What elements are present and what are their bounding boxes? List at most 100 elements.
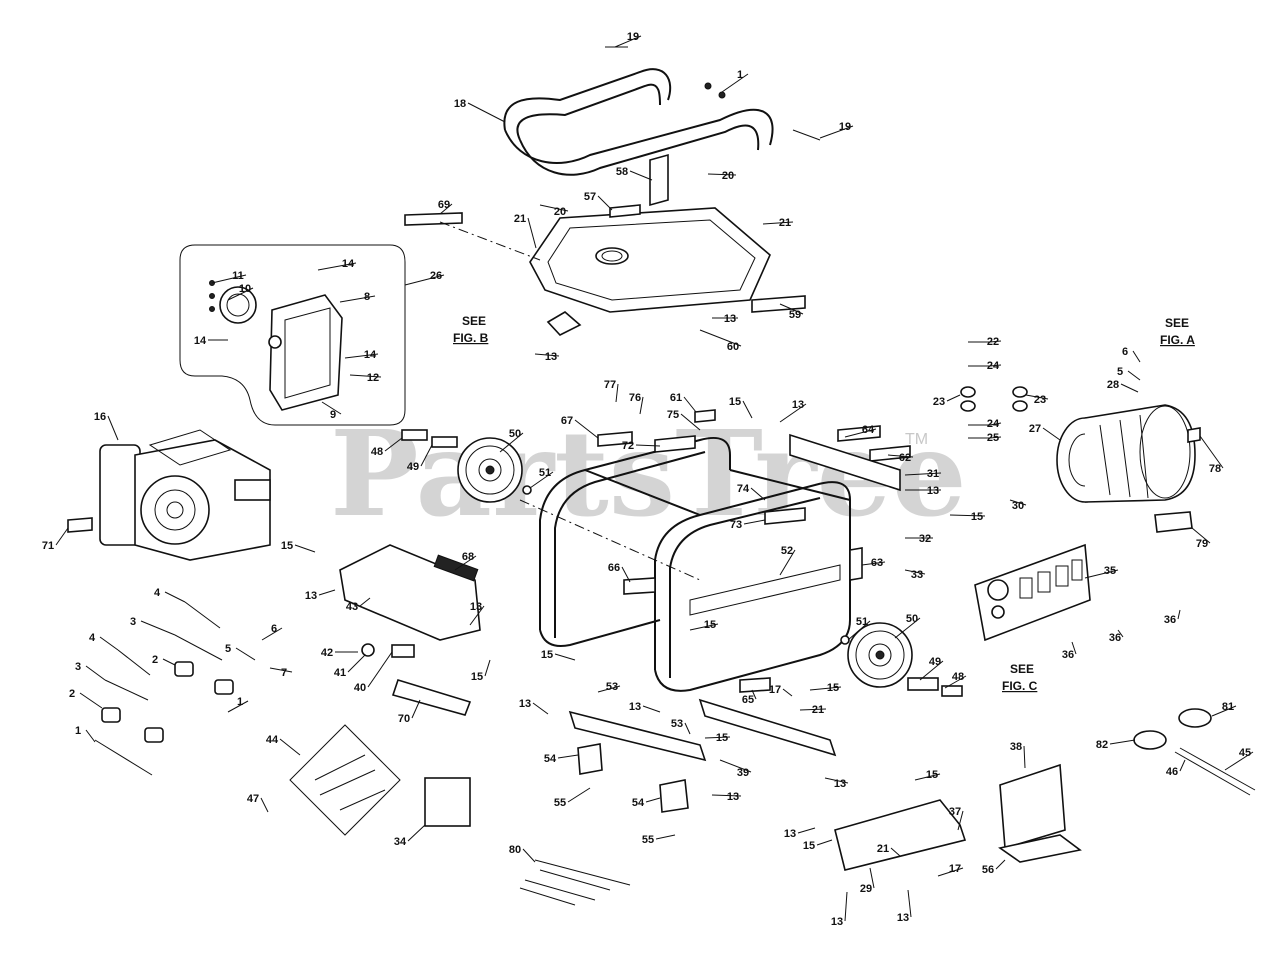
- callout-leader-43: [359, 597, 371, 607]
- callout-54: 54: [544, 753, 557, 765]
- callout-leader-13: [797, 827, 816, 834]
- callout-leader-75: [680, 413, 701, 431]
- callout-leader-15: [704, 736, 731, 739]
- callout-46: 46: [1166, 766, 1178, 778]
- bolt-4a: [184, 601, 221, 629]
- callout-leader-1: [85, 729, 96, 743]
- callout-leader-41: [347, 654, 366, 673]
- callout-21: 21: [514, 213, 526, 225]
- callout-leader-2: [162, 658, 176, 666]
- bolt-4b: [117, 649, 151, 676]
- callout-leader-15: [816, 839, 833, 846]
- callout-34: 34: [394, 836, 407, 848]
- callout-6: 6: [1122, 346, 1128, 358]
- mount-23b: [960, 400, 976, 412]
- callout-10: 10: [239, 283, 251, 295]
- callout-14: 14: [194, 335, 207, 347]
- oil-cap-81: [1178, 708, 1212, 728]
- callout-leader-34: [407, 824, 426, 842]
- callout-50: 50: [906, 613, 918, 625]
- callout-19: 19: [839, 121, 851, 133]
- decal-59: [751, 295, 806, 313]
- callout-17: 17: [949, 863, 961, 875]
- callout-65: 65: [742, 694, 754, 706]
- callout-75: 75: [667, 409, 679, 421]
- decal-69: [404, 212, 463, 226]
- callout-15: 15: [827, 682, 839, 694]
- callout-67: 67: [561, 415, 573, 427]
- callout-51: 51: [539, 467, 551, 479]
- axis-line-frame: [519, 499, 701, 581]
- callout-37: 37: [949, 806, 961, 818]
- callout-leader-47: [260, 797, 269, 813]
- callout-68: 68: [462, 551, 474, 563]
- decal-61: [694, 409, 716, 423]
- callout-13: 13: [727, 791, 739, 803]
- callout-5: 5: [225, 643, 231, 655]
- callout-5: 5: [1117, 366, 1123, 378]
- callout-leader-76: [639, 396, 644, 415]
- callout-leader-14: [344, 353, 379, 359]
- callout-leader-27: [1042, 427, 1061, 441]
- bolt-1: [94, 739, 153, 776]
- callout-41: 41: [334, 667, 346, 679]
- callout-leader-19: [819, 125, 854, 139]
- washer-51-left: [522, 485, 532, 495]
- callout-15: 15: [803, 840, 815, 852]
- callout-leader-55: [567, 787, 591, 803]
- callout-32: 32: [919, 533, 931, 545]
- callout-2: 2: [69, 688, 75, 700]
- callout-leader-31: [904, 472, 942, 476]
- callout-leader-20: [707, 173, 737, 176]
- callout-74: 74: [737, 483, 750, 495]
- callout-leader-13: [907, 889, 912, 918]
- callout-leader-44: [279, 738, 301, 756]
- callout-leader-15: [809, 686, 842, 691]
- callout-leader-13: [642, 705, 661, 713]
- callout-leader-36: [1117, 629, 1124, 638]
- callout-leader-58: [629, 170, 653, 181]
- callout-47: 47: [247, 793, 259, 805]
- ref-see-a: SEE: [1165, 316, 1189, 330]
- decal-78: [1187, 427, 1201, 443]
- callout-leader-3: [140, 620, 176, 636]
- callout-15: 15: [471, 671, 483, 683]
- callout-36: 36: [1164, 614, 1176, 626]
- callout-leader-15: [294, 544, 316, 553]
- callout-51: 51: [856, 616, 868, 628]
- battery-38: [999, 763, 1066, 850]
- detail-box-26: [179, 244, 406, 426]
- callout-leader-60: [699, 329, 742, 347]
- callout-leader-66: [621, 566, 631, 583]
- callout-13: 13: [834, 778, 846, 790]
- muffler-assembly: [219, 286, 343, 411]
- decal-65: [739, 677, 771, 693]
- callout-13: 13: [724, 313, 736, 325]
- callout-leader-73: [743, 519, 766, 525]
- callout-leader-14: [317, 262, 357, 271]
- callout-leader-51: [847, 620, 871, 641]
- callout-leader-8: [339, 295, 376, 303]
- callout-19: 19: [627, 31, 639, 43]
- callout-leader-5: [1127, 370, 1141, 381]
- callout-leader-1: [227, 700, 249, 713]
- fuel-tank: [529, 207, 771, 336]
- callout-28: 28: [1107, 379, 1119, 391]
- callout-leader-71: [55, 527, 69, 546]
- callout-leader-54: [557, 754, 579, 759]
- callout-2: 2: [152, 654, 158, 666]
- callout-leader-17: [937, 867, 964, 877]
- callout-leader-36: [1071, 641, 1077, 655]
- callout-25: 25: [987, 432, 999, 444]
- callout-20: 20: [554, 206, 566, 218]
- callout-leader-7: [269, 667, 293, 673]
- callout-39: 39: [737, 767, 749, 779]
- callout-leader-79: [1191, 527, 1211, 544]
- callout-26: 26: [430, 270, 442, 282]
- battery-pad-56: [998, 834, 1082, 863]
- callout-59: 59: [789, 309, 801, 321]
- callout-55: 55: [554, 797, 566, 809]
- callout-1: 1: [75, 725, 81, 737]
